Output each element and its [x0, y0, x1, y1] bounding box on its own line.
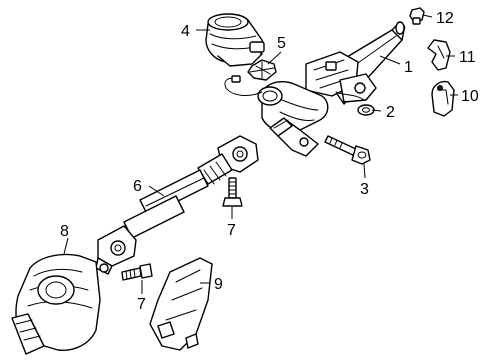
part-7-bolt-lower: [121, 263, 153, 281]
callouts: 4 5 1 2 3 6 7 7 8 9 10 11 12: [60, 10, 479, 313]
part-11-bracket-cover: [427, 39, 451, 71]
part-6-intermediate-shaft: [95, 135, 259, 275]
part-7-bolt-upper: [222, 177, 243, 207]
callout-11: 11: [459, 49, 476, 66]
part-9-boot-bracket: [149, 257, 213, 351]
callout-1: 1: [404, 59, 413, 76]
leader-lines: [63, 14, 458, 294]
callout-3: 3: [360, 181, 369, 198]
callout-4: 4: [181, 23, 190, 40]
part-1-steering-column: [224, 21, 406, 157]
callout-10: 10: [461, 88, 479, 105]
part-2-nut: [357, 104, 375, 116]
callout-5: 5: [277, 35, 286, 52]
part-3-bolt: [324, 135, 371, 165]
callout-6: 6: [133, 178, 142, 195]
part-10-lower-clip: [431, 80, 455, 117]
part-8-dust-boot: [11, 253, 101, 355]
part-4-column-cover: [205, 13, 265, 67]
callout-8: 8: [60, 223, 69, 240]
callout-7-lower: 7: [137, 296, 146, 313]
callout-9: 9: [214, 276, 223, 293]
part-12-pin: [409, 7, 425, 25]
callout-2: 2: [386, 104, 395, 121]
callout-12: 12: [436, 10, 454, 27]
callout-7-upper: 7: [227, 222, 236, 239]
part-5-clip: [247, 59, 277, 81]
